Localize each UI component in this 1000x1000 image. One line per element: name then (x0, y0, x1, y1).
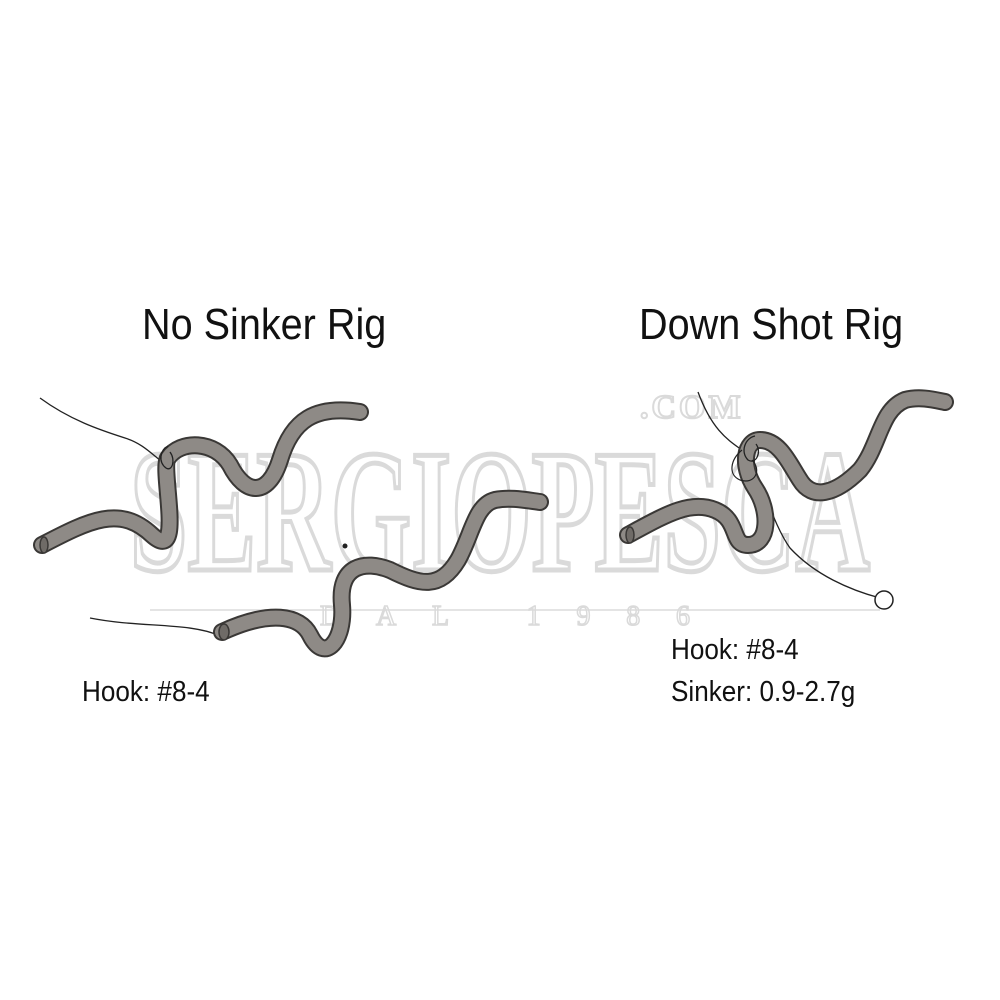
worm-tail-end (39, 536, 49, 554)
sinker-icon (874, 590, 894, 610)
down-shot-worm (619, 389, 954, 610)
worm-body-fill (621, 391, 952, 552)
worm-body-fill (35, 403, 367, 552)
down-shot-sinker-spec: Sinker: 0.9-2.7g (671, 676, 856, 708)
no-sinker-hook-spec: Hook: #8-4 (82, 676, 210, 708)
hook-loop (160, 445, 174, 470)
worm-head-end (218, 623, 230, 641)
hook-point (342, 543, 348, 549)
hook-loop (743, 435, 760, 462)
down-shot-rig-title: Down Shot Rig (639, 300, 904, 349)
down-shot-hook-spec: Hook: #8-4 (671, 634, 799, 666)
no-sinker-rig-title: No Sinker Rig (142, 300, 387, 349)
fishing-line (89, 617, 221, 637)
leader-line (731, 449, 758, 482)
no-sinker-worm-upper (33, 397, 369, 554)
worm-tail-end (625, 526, 635, 544)
watermark-domain: .COM (640, 389, 744, 426)
fishing-line (39, 397, 169, 467)
worm-body-fill (215, 491, 547, 656)
no-sinker-worm-lower (89, 489, 549, 658)
